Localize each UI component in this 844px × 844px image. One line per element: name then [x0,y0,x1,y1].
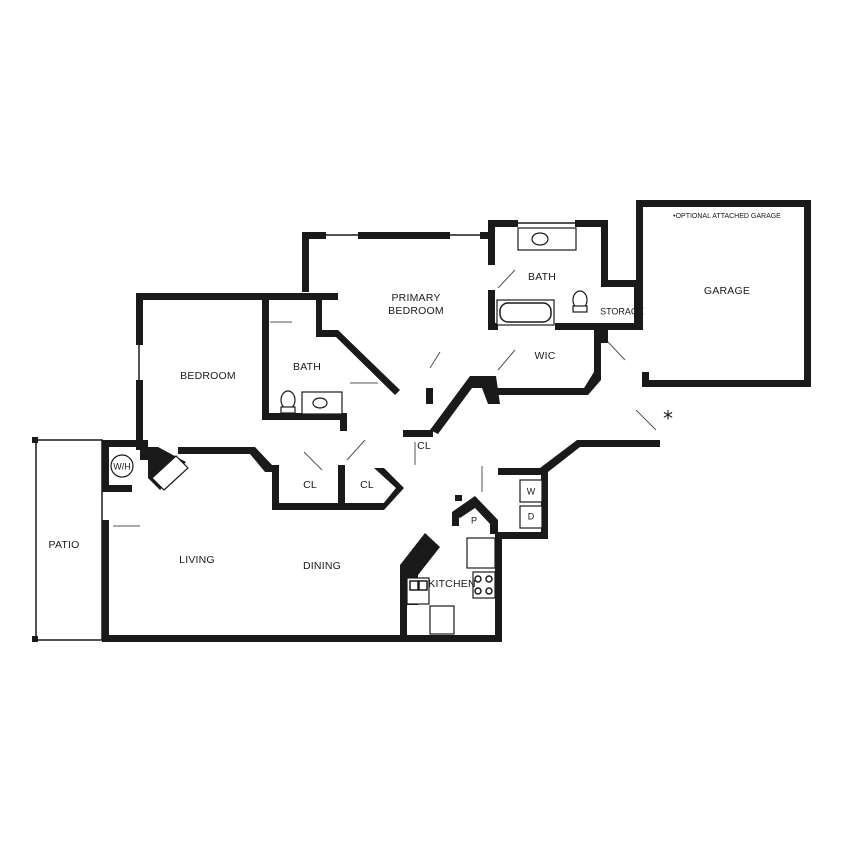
windows [104,222,575,635]
dining-label: DINING [303,560,341,572]
bedroom-label: BEDROOM [180,370,236,382]
doors [113,269,657,527]
dryer-label: D [528,511,535,521]
closet-right-label: CL [360,479,374,491]
room-labels: PRIMARY BEDROOM BATH BATH BEDROOM WIC ST… [49,213,782,590]
garage-note: •OPTIONAL ATTACHED GARAGE [673,213,781,220]
secondary-bath-label: BATH [293,361,321,373]
closet-hall-label: CL [417,440,431,452]
washer-label: W [527,486,536,496]
closet-left-label: CL [303,479,317,491]
wic-label: WIC [534,350,555,362]
storage-label: STORAGE [600,306,644,316]
living-label: LIVING [179,554,215,566]
primary-bedroom-label-line1: PRIMARY [391,292,440,304]
pantry-label: P [471,515,477,525]
fixtures [110,227,588,635]
primary-bedroom-label-line2: BEDROOM [388,305,444,317]
kitchen-label: KITCHEN [428,578,476,590]
walls [102,200,811,642]
patio-label: PATIO [49,539,80,551]
asterisk-mark: * [663,407,673,431]
garage-label: GARAGE [704,285,750,297]
water-heater-label: W/H [113,461,131,471]
primary-bath-label: BATH [528,271,556,283]
